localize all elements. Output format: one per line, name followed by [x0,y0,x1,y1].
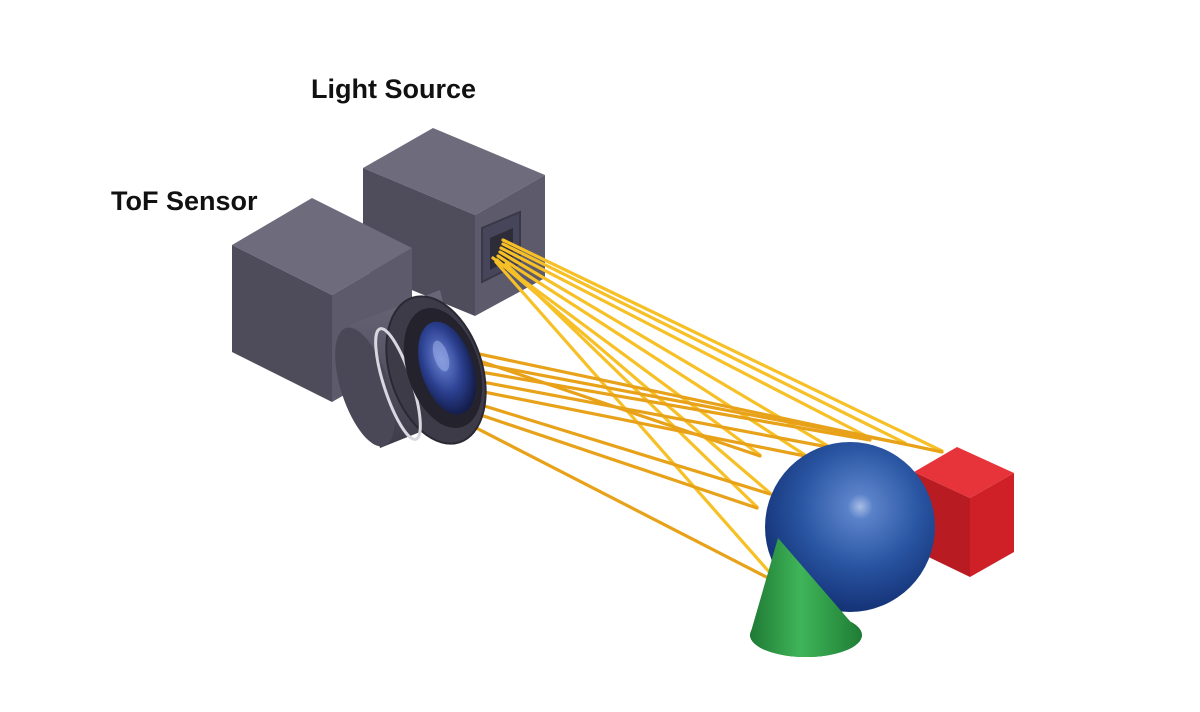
tof-sensor-label: ToF Sensor [111,186,258,216]
ray [501,238,944,453]
cone-object [750,538,862,657]
light-source-label: Light Source [311,74,477,104]
ray [454,375,830,449]
light-source-top-face [363,128,545,215]
ray [450,394,772,496]
light-rays [446,238,944,585]
emitted-rays [491,238,944,584]
ray [498,250,830,448]
cube-top-face [914,447,1014,498]
ray [459,358,907,446]
ray [452,384,807,458]
cube-right-face [970,473,1014,577]
ray [460,353,762,458]
ray [499,246,872,440]
tof-lens-reflection [432,340,450,372]
ray [491,256,762,457]
tof-body-top-face [232,198,412,295]
ray [496,254,807,457]
tof-lens-barrel-back [335,327,395,447]
cone-body [750,538,862,657]
ray [501,242,907,445]
target-objects [750,442,1014,657]
ray [456,366,872,442]
ray [447,412,780,585]
reflected-rays [447,349,944,585]
tof-sensor-device [232,198,487,448]
sphere-object [765,442,935,612]
ray [449,403,759,510]
tof-body-left-face [232,245,332,402]
